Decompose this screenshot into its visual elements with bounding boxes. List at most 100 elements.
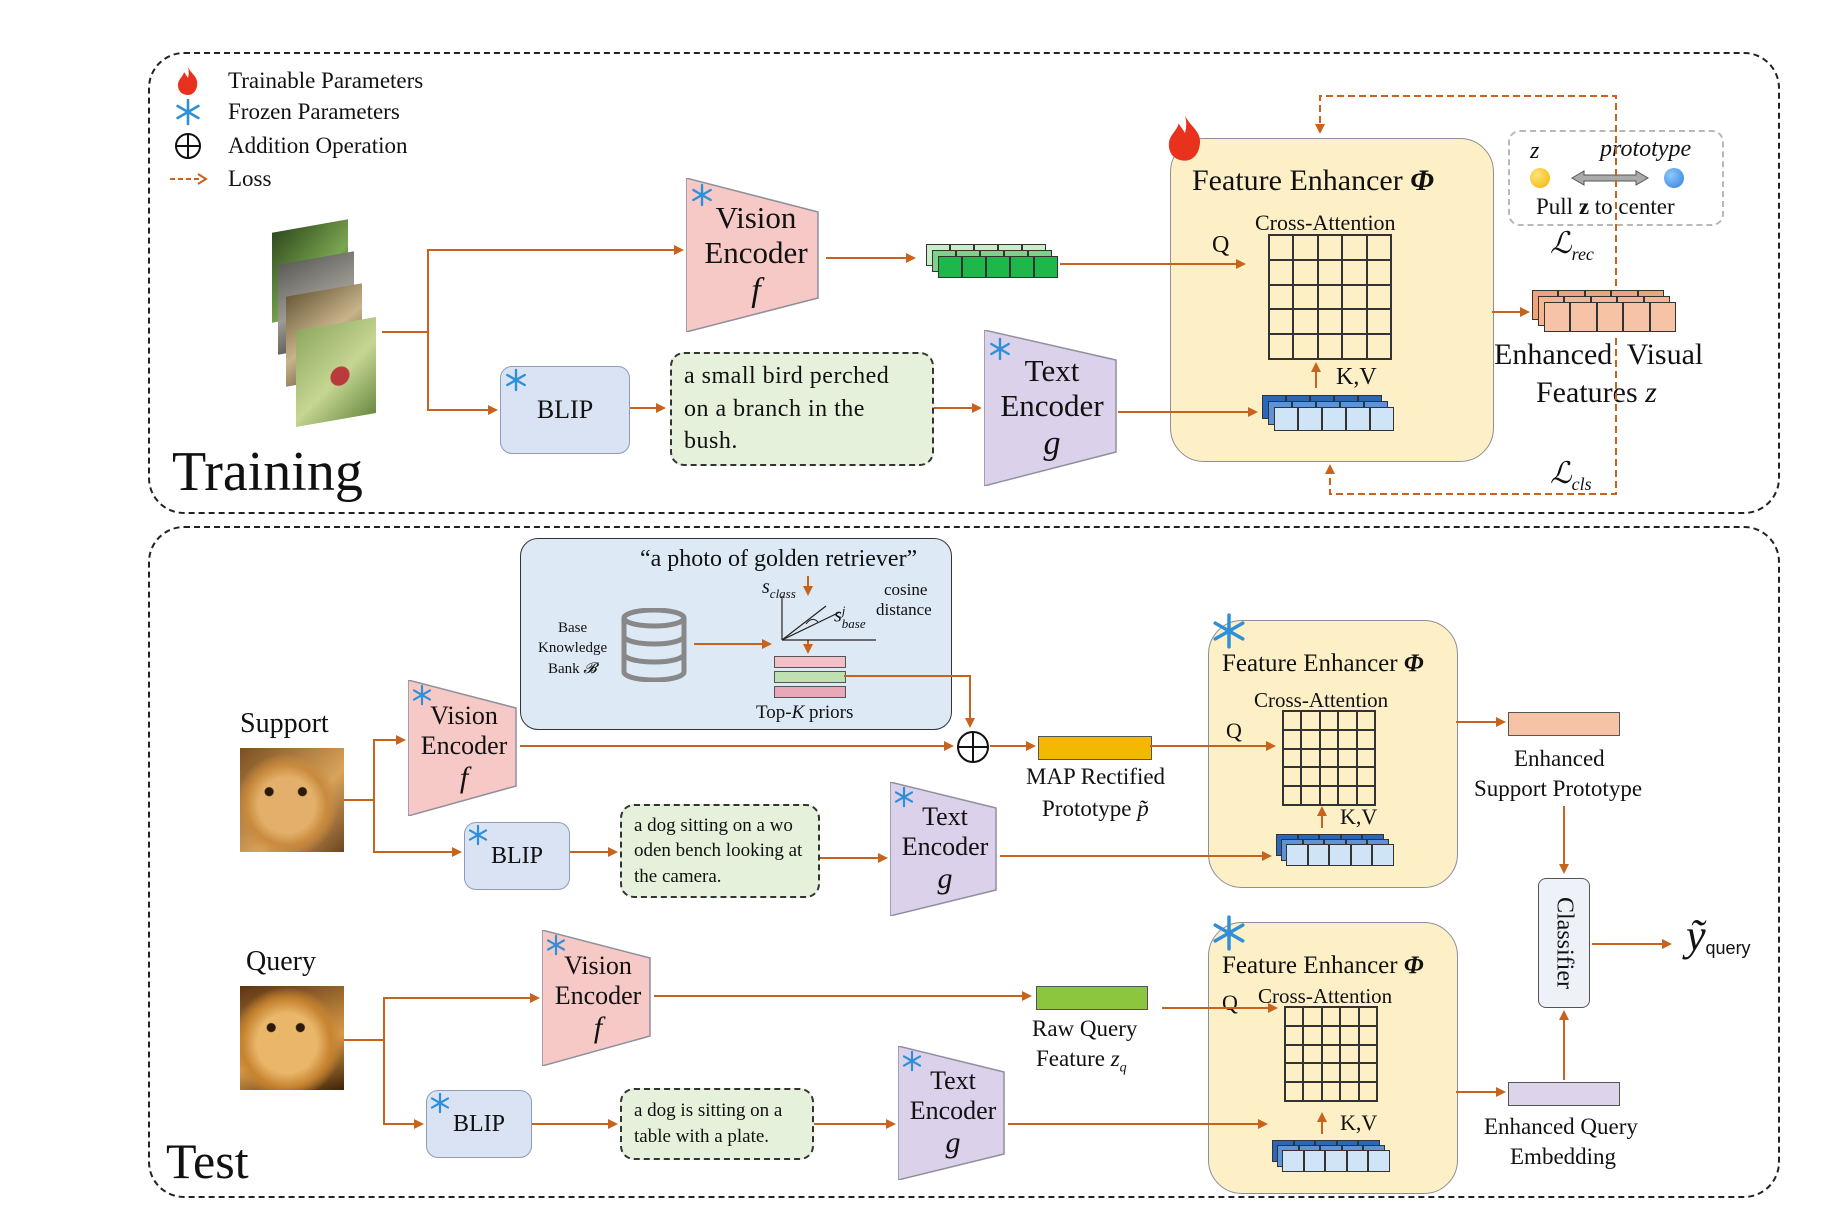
topk-suffix: priors: [804, 702, 854, 723]
training-text-encoder-line1: Text: [1024, 352, 1080, 388]
map-rectified-prototype-bar: [1038, 736, 1152, 760]
pull-to-center-label: Pull z to center: [1536, 194, 1675, 220]
map-label-2-text: Prototype: [1042, 796, 1138, 821]
query-text-encoder-shape: [898, 1046, 1005, 1180]
map-symbol: p̃: [1137, 796, 1149, 821]
query-fe-symbol: Φ: [1403, 952, 1424, 979]
support-text-line2: Encoder: [901, 831, 989, 861]
flame-icon: [168, 66, 208, 96]
enhanced-support-prototype-bar: [1508, 712, 1620, 736]
enhanced-visual-label-2: Features z: [1536, 376, 1657, 410]
snowflake-icon: [692, 183, 712, 207]
s-base-symbol: s: [834, 604, 842, 627]
support-caption-text: a dog sitting on a wo oden bench looking…: [634, 814, 803, 887]
query-attention-grid: [1284, 1006, 1378, 1102]
query-caption: a dog is sitting on a table with a plate…: [620, 1088, 814, 1160]
query-label: Query: [246, 946, 316, 977]
training-section-label: Training: [172, 441, 363, 503]
snowflake-icon: [1213, 613, 1245, 649]
y-query-label: ỹquery: [1686, 910, 1751, 961]
query-text-feature: [1282, 1150, 1390, 1172]
loss-cls-symbol: ℒ: [1550, 457, 1572, 490]
y-sub: query: [1705, 938, 1751, 959]
support-fe-title: Feature Enhancer Φ: [1222, 650, 1424, 678]
support-fe-title-text: Feature Enhancer: [1222, 650, 1398, 677]
enhanced-support-label-2: Support Prototype: [1474, 776, 1643, 801]
training-q-label: Q: [1212, 232, 1230, 258]
loss-rec-sub: rec: [1571, 244, 1594, 264]
snowflake-icon: [546, 934, 566, 956]
legend-frozen: Frozen Parameters: [168, 98, 400, 126]
support-text-line1: Text: [922, 801, 968, 831]
bank-label-3-text: Bank: [548, 661, 584, 677]
training-fe-title: Feature Enhancer Φ: [1192, 164, 1434, 198]
training-frame: [148, 52, 1780, 514]
support-q-label: Q: [1226, 718, 1242, 743]
raw-query-label-2: Feature zq: [1036, 1046, 1127, 1077]
query-caption-text: a dog is sitting on a table with a plate…: [634, 1100, 783, 1147]
query-fe-title-text: Feature Enhancer: [1222, 952, 1398, 979]
support-fe-symbol: Φ: [1403, 650, 1424, 677]
snowflake-icon: [412, 684, 432, 706]
training-vision-encoder-line1: Vision: [715, 199, 797, 235]
query-kv-label: K,V: [1340, 1110, 1378, 1135]
double-arrow-icon: [1571, 170, 1649, 186]
knowledge-quote: “a photo of golden retriever”: [640, 546, 918, 572]
legend-frozen-label: Frozen Parameters: [228, 99, 400, 124]
training-kv-label: K,V: [1336, 364, 1377, 390]
loss-rec-symbol: ℒ: [1550, 227, 1572, 260]
topk-label: Top-K priors: [756, 702, 853, 724]
snowflake-icon: [902, 1050, 922, 1072]
flame-icon: [1168, 115, 1201, 161]
training-vision-encoder-shape: [686, 178, 819, 332]
query-blip-label: BLIP: [452, 1110, 505, 1137]
training-blip-label: BLIP: [536, 395, 594, 424]
query-q-label: Q: [1222, 990, 1238, 1015]
test-section-label: Test: [166, 1133, 249, 1189]
s-base-sub: base: [841, 616, 866, 631]
training-text-encoder-line2: Encoder: [1000, 388, 1104, 424]
training-text-encoder-shape: [984, 330, 1117, 486]
training-image-stack: [262, 219, 380, 428]
topk-k: K: [791, 702, 805, 723]
enhanced-query-embedding-bar: [1508, 1082, 1620, 1106]
prototype-dot: [1664, 168, 1684, 188]
enhanced-query-label-2: Embedding: [1510, 1144, 1617, 1169]
s-class-symbol: s: [762, 576, 770, 598]
enhanced-visual-label-2-text: Features: [1536, 376, 1646, 409]
query-cross-attention: Cross-Attention: [1258, 984, 1393, 1008]
raw-query-symbol: z: [1110, 1046, 1120, 1071]
support-blip-label: BLIP: [490, 842, 543, 869]
legend-addition: Addition Operation: [168, 132, 408, 160]
snowflake-icon: [168, 98, 208, 126]
training-text-encoder-symbol: g: [1043, 425, 1061, 463]
training-attention-grid: [1268, 234, 1392, 360]
prototype-label: prototype: [1600, 136, 1692, 162]
support-kv-label: K,V: [1340, 804, 1378, 829]
support-text-encoder: Text Encoder g: [890, 782, 1000, 916]
snowflake-icon: [430, 1092, 450, 1114]
support-text-symbol: g: [937, 861, 953, 895]
training-cross-attention-label: Cross-Attention: [1255, 210, 1396, 235]
raw-query-sub: q: [1119, 1060, 1127, 1076]
support-cross-attention: Cross-Attention: [1254, 688, 1389, 712]
raw-query-feature-bar: [1036, 986, 1148, 1010]
snowflake-icon: [1213, 915, 1245, 951]
s-base-sup: j: [841, 603, 846, 618]
query-vision-line2: Encoder: [554, 980, 642, 1010]
snowflake-icon: [894, 786, 914, 808]
enhanced-feature: [1544, 302, 1677, 332]
legend-loss-label: Loss: [228, 166, 272, 191]
support-text-encoder-shape: [890, 782, 997, 916]
bank-label-2: Knowledge: [538, 640, 608, 656]
prototype-z-label: z: [1530, 138, 1540, 164]
loss-cls-sub: cls: [1571, 474, 1592, 494]
training-vision-encoder: Vision Encoder f: [686, 178, 826, 332]
query-photo: [240, 986, 344, 1090]
s-class-label: sclass: [762, 576, 796, 602]
legend-trainable: Trainable Parameters: [168, 66, 423, 96]
enhanced-visual-symbol: z: [1645, 376, 1657, 409]
bank-label-1: Base: [558, 620, 588, 636]
query-vision-line1: Vision: [564, 950, 632, 980]
